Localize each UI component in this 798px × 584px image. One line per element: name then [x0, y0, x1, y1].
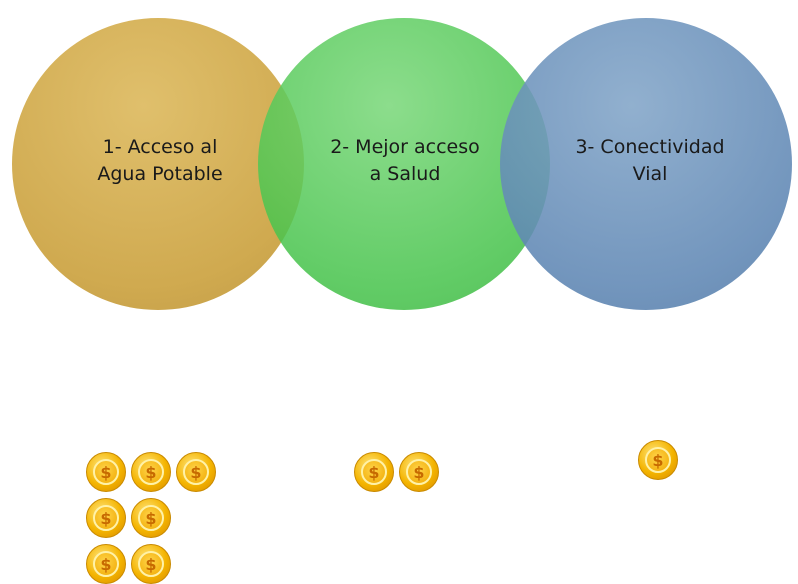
label-salud: 2- Mejor acceso a Salud — [305, 134, 505, 188]
coin-icon: $ — [399, 452, 439, 492]
label-line: Vial — [632, 163, 668, 185]
coin-icon: $ — [131, 498, 171, 538]
label-line: Agua Potable — [97, 163, 223, 185]
coin-icon: $ — [131, 452, 171, 492]
coin-icon: $ — [86, 544, 126, 584]
label-line: 3- Conectividad — [575, 136, 725, 158]
label-agua-potable: 1- Acceso al Agua Potable — [60, 134, 260, 188]
venn-diagram: 1- Acceso al Agua Potable 2- Mejor acces… — [12, 18, 792, 310]
circle-conectividad-vial — [500, 18, 792, 310]
coin-icon: $ — [354, 452, 394, 492]
coin-icon: $ — [86, 452, 126, 492]
label-line: 1- Acceso al — [102, 136, 218, 158]
label-line: 2- Mejor acceso — [330, 136, 480, 158]
label-conectividad-vial: 3- Conectividad Vial — [550, 134, 750, 188]
label-line: a Salud — [369, 163, 441, 185]
coin-icon: $ — [86, 498, 126, 538]
circle-agua-potable — [12, 18, 304, 310]
coin-icon: $ — [176, 452, 216, 492]
coin-icon: $ — [638, 440, 678, 480]
coin-icon: $ — [131, 544, 171, 584]
